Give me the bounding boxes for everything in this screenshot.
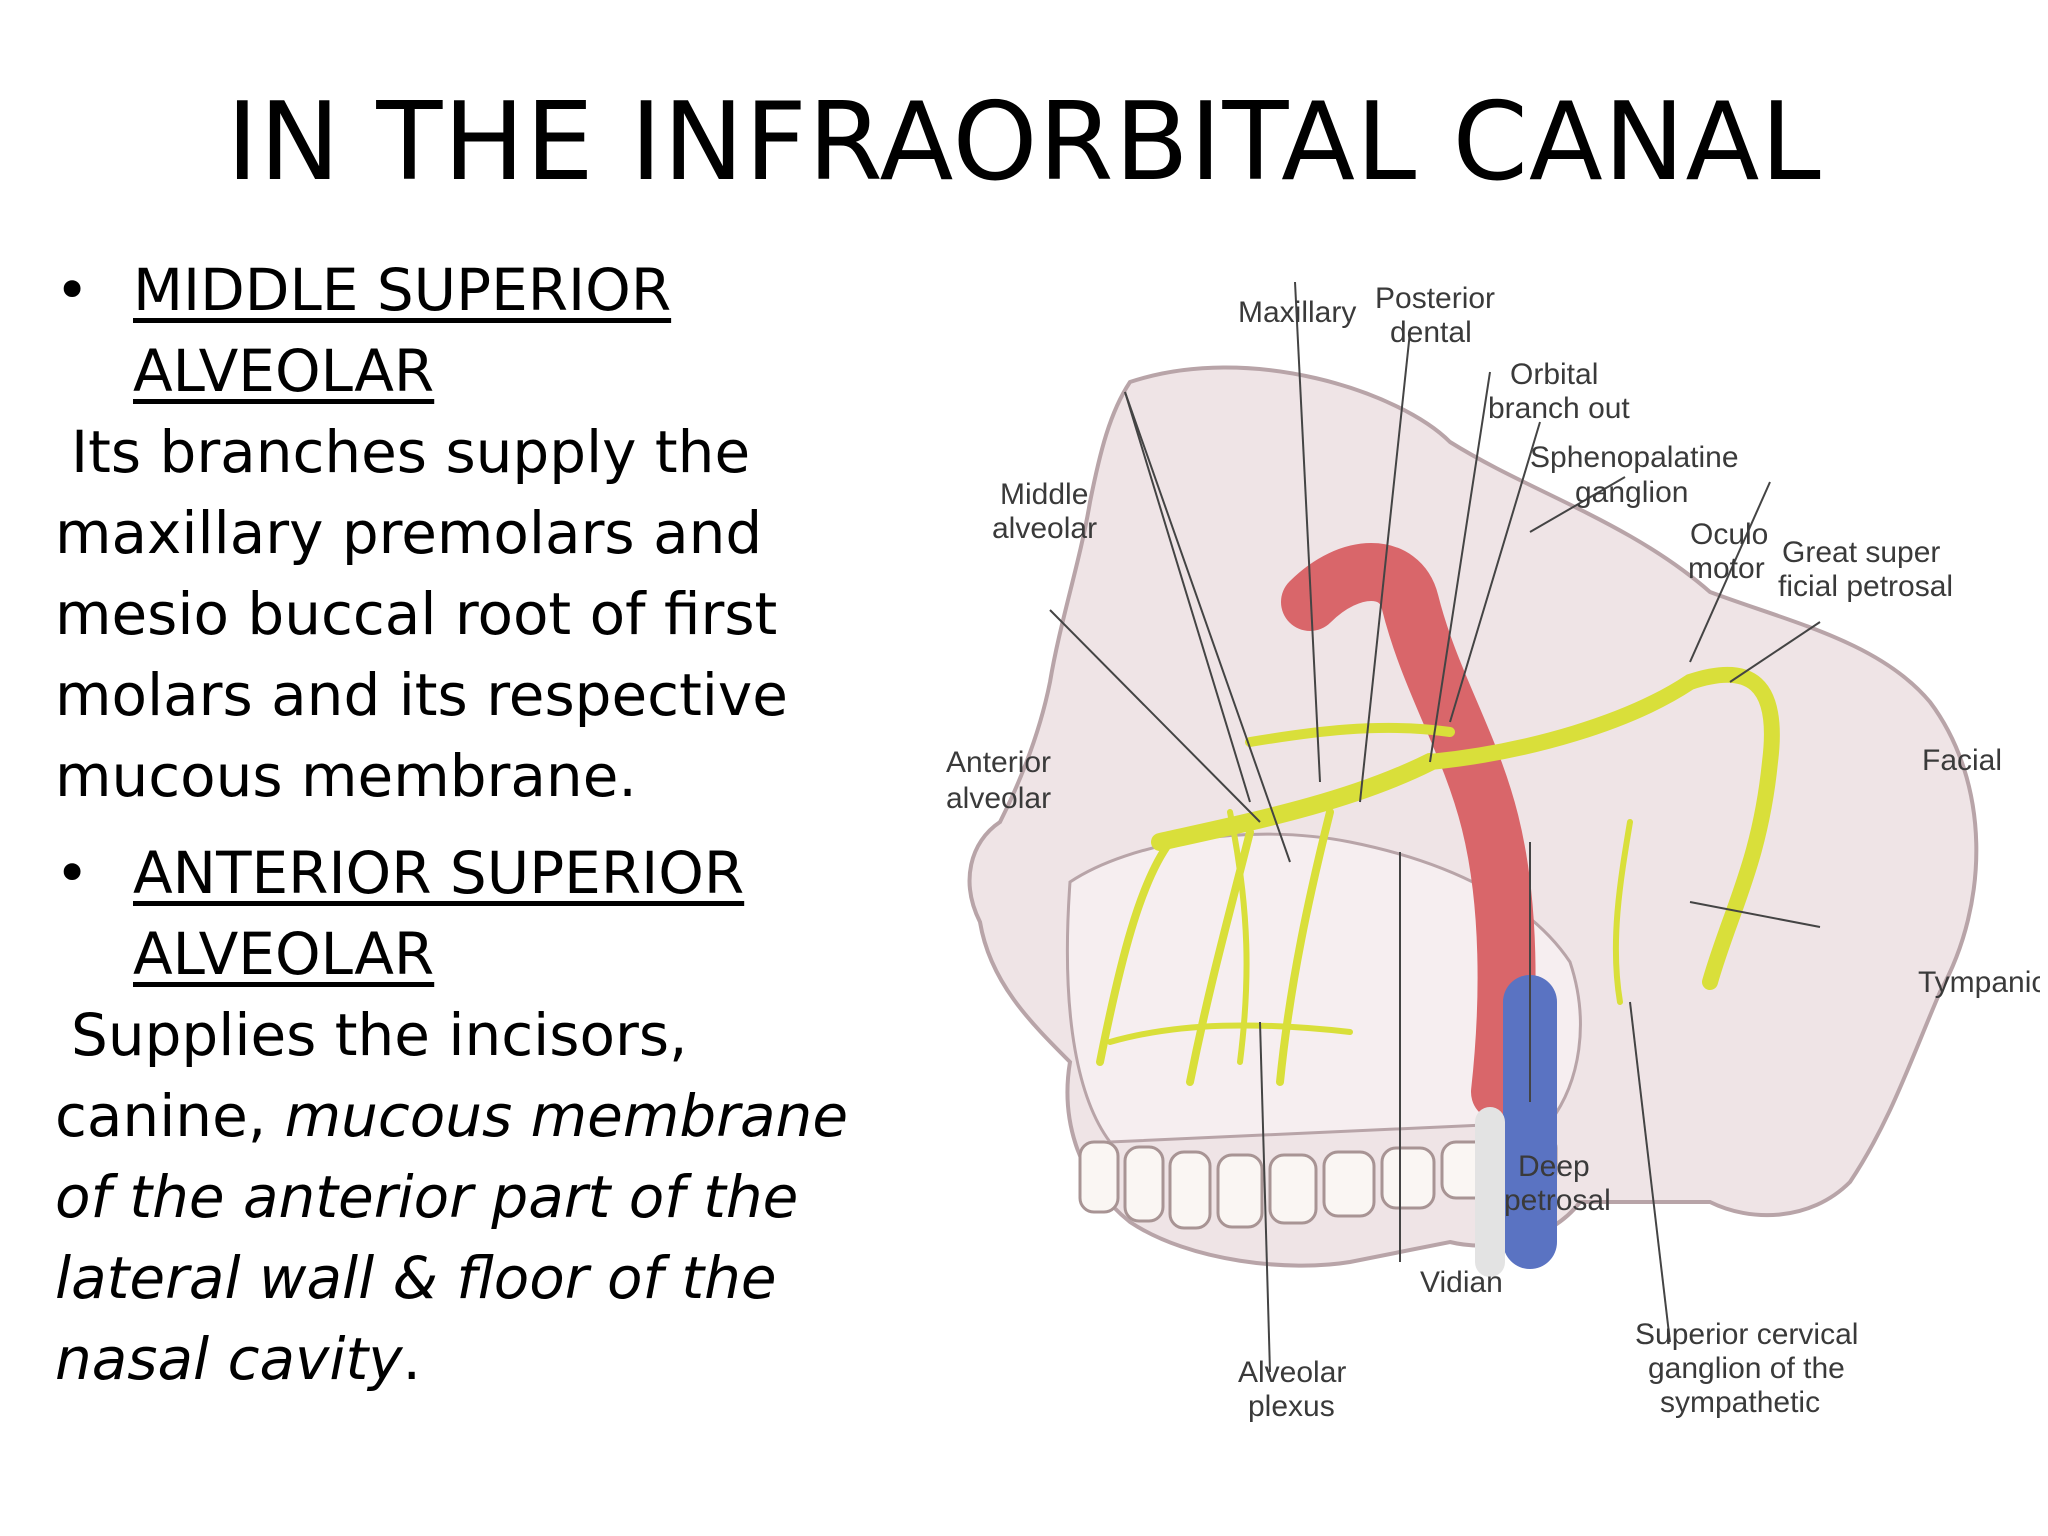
label-tympanic: Tympanic — [1918, 966, 2040, 999]
label-maxillary: Maxillary — [1238, 296, 1356, 329]
label-posterior-dental: Posterior — [1375, 282, 1495, 315]
paragraph-italic: nasal cavity — [55, 1325, 403, 1393]
heading-line: MIDDLE SUPERIOR — [133, 256, 672, 324]
label-alveolar-plexus: Alveolar — [1238, 1356, 1346, 1389]
anatomy-illustration: Maxillary Posterior dental Orbital branc… — [930, 262, 2040, 1462]
label-posterior-dental: dental — [1390, 316, 1472, 349]
paragraph-line: . — [402, 1325, 421, 1393]
label-oculomotor: motor — [1688, 552, 1765, 585]
label-alveolar-plexus: plexus — [1248, 1390, 1335, 1423]
section-paragraph-middle: Its branches supply the — [55, 412, 885, 493]
paragraph-italic: mucous membrane — [284, 1082, 849, 1150]
text-content: • MIDDLE SUPERIOR ALVEOLAR Its branches … — [55, 250, 885, 1416]
label-superior-cervical-ganglion: Superior cervical — [1635, 1318, 1858, 1351]
label-sphenopalatine: ganglion — [1575, 476, 1688, 509]
label-facial: Facial — [1922, 744, 2002, 777]
label-anterior-alveolar: alveolar — [946, 782, 1051, 815]
paragraph-italic: of the anterior part of the — [55, 1163, 799, 1231]
bullet-icon: • — [55, 839, 90, 907]
paragraph-line: Supplies the incisors, — [71, 1001, 688, 1069]
slide-title: IN THE INFRAORBITAL CANAL — [226, 80, 1822, 205]
label-superior-cervical-ganglion: sympathetic — [1660, 1386, 1820, 1419]
label-superior-cervical-ganglion: ganglion of the — [1648, 1352, 1845, 1385]
paragraph-line: mucous membrane. — [55, 742, 637, 810]
nerve-diagram: Maxillary Posterior dental Orbital branc… — [946, 281, 2040, 1423]
label-middle-alveolar: Middle — [1000, 478, 1088, 511]
carotid-artery — [1281, 543, 1536, 1121]
bullet-icon: • — [55, 256, 90, 324]
section-heading-anterior: • ANTERIOR SUPERIOR ALVEOLAR — [55, 833, 885, 995]
label-oculomotor: Oculo — [1690, 518, 1768, 551]
label-middle-alveolar: alveolar — [992, 512, 1097, 545]
heading-line: ALVEOLAR — [133, 337, 435, 405]
paragraph-line: molars and its respective — [55, 661, 788, 729]
section-heading-middle: • MIDDLE SUPERIOR ALVEOLAR — [55, 250, 885, 412]
heading-line: ANTERIOR SUPERIOR — [133, 839, 745, 907]
label-vidian: Vidian — [1420, 1266, 1503, 1299]
paragraph-italic: lateral wall & floor of the — [55, 1244, 777, 1312]
label-great-superficial-petrosal: Great super — [1782, 536, 1940, 569]
label-great-superficial-petrosal: ficial petrosal — [1778, 570, 1953, 603]
nerve-branches — [1096, 666, 1780, 1086]
leader-lines — [1049, 281, 1821, 1373]
paragraph-line: canine, — [55, 1082, 285, 1150]
paragraph-line: Its branches supply the — [71, 418, 751, 486]
label-sphenopalatine: Sphenopalatine — [1530, 441, 1739, 474]
figure-labels: Maxillary Posterior dental Orbital branc… — [946, 282, 2040, 1423]
label-deep-petrosal: petrosal — [1504, 1184, 1611, 1217]
paragraph-line: mesio buccal root of first — [55, 580, 778, 648]
section-paragraph-anterior-cont: canine, mucous membrane of the anterior … — [55, 1076, 885, 1400]
label-orbital-branch: branch out — [1488, 392, 1630, 425]
label-orbital-branch: Orbital — [1510, 358, 1598, 391]
label-deep-petrosal: Deep — [1518, 1150, 1590, 1183]
section-paragraph-middle-cont: maxillary premolars and mesio buccal roo… — [55, 493, 885, 817]
label-anterior-alveolar: Anterior — [946, 746, 1051, 779]
heading-line: ALVEOLAR — [133, 920, 435, 988]
paragraph-line: maxillary premolars and — [55, 499, 763, 567]
section-paragraph-anterior: Supplies the incisors, — [55, 995, 885, 1076]
